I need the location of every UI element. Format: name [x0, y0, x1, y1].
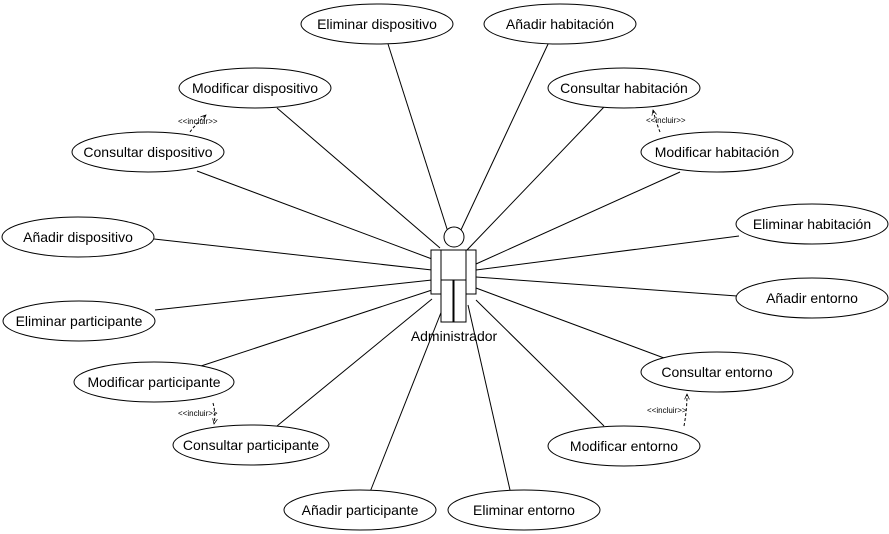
use-case-anadir-entorno[interactable]: Añadir entorno [735, 277, 889, 319]
use-case-anadir-dispositivo[interactable]: Añadir dispositivo [1, 216, 155, 258]
assoc-consultar-habitacion [466, 106, 605, 251]
include-arrow-habitacion [653, 110, 661, 133]
include-label-dispositivo: <<incluir>> [178, 117, 218, 126]
assoc-modificar-entorno [475, 299, 605, 427]
assoc-eliminar-entorno [467, 304, 511, 491]
use-case-label: Eliminar entorno [473, 502, 575, 518]
use-case-consultar-habitacion[interactable]: Consultar habitación [547, 67, 701, 109]
assoc-anadir-dispositivo [153, 238, 433, 271]
assoc-modificar-dispositivo [276, 107, 441, 249]
use-case-label: Eliminar dispositivo [317, 16, 437, 32]
include-label-habitacion: <<incluir>> [646, 116, 686, 125]
include-label-participante: <<incluir>> [178, 409, 218, 418]
use-case-label: Consultar entorno [661, 364, 773, 380]
use-case-consultar-entorno[interactable]: Consultar entorno [640, 351, 794, 393]
use-case-label: Añadir dispositivo [23, 229, 133, 245]
assoc-modificar-participante [200, 289, 433, 367]
assoc-eliminar-dispositivo [387, 43, 449, 233]
include-label-entorno: <<incluir>> [647, 406, 687, 415]
assoc-eliminar-participante [154, 279, 433, 311]
use-case-label: Consultar dispositivo [83, 144, 212, 160]
use-case-eliminar-participante[interactable]: Eliminar participante [2, 300, 156, 342]
include-arrow-entorno [683, 394, 687, 427]
assoc-modificar-habitacion [475, 171, 681, 265]
use-case-label: Modificar habitación [655, 144, 780, 160]
use-case-anadir-participante[interactable]: Añadir participante [283, 489, 437, 531]
use-case-modificar-habitacion[interactable]: Modificar habitación [640, 131, 794, 173]
use-case-label: Eliminar habitación [753, 216, 871, 232]
use-case-label: Modificar participante [87, 374, 220, 390]
include-arrow-dispositivo [189, 115, 206, 133]
use-case-eliminar-dispositivo[interactable]: Eliminar dispositivo [300, 3, 454, 45]
use-case-label: Modificar entorno [570, 438, 678, 454]
assoc-anadir-participante [369, 304, 445, 493]
include-arrow-participante [213, 402, 215, 424]
use-case-anadir-habitacion[interactable]: Añadir habitación [483, 3, 637, 45]
actor-right-leg [453, 279, 467, 323]
use-case-modificar-dispositivo[interactable]: Modificar dispositivo [178, 67, 332, 109]
include-relations: <<incluir>> <<incluir>> <<incluir>> <<in… [178, 110, 687, 427]
associations [153, 41, 740, 493]
use-case-consultar-dispositivo[interactable]: Consultar dispositivo [71, 131, 225, 173]
use-case-eliminar-habitacion[interactable]: Eliminar habitación [735, 203, 889, 245]
use-case-label: Consultar habitación [560, 80, 688, 96]
actor-name: Administrador [411, 328, 498, 344]
assoc-consultar-entorno [475, 287, 665, 359]
use-case-label: Modificar dispositivo [192, 80, 318, 96]
assoc-anadir-entorno [475, 276, 738, 297]
assoc-eliminar-habitacion [475, 235, 740, 271]
use-case-label: Añadir participante [302, 502, 419, 518]
assoc-anadir-habitacion [459, 41, 550, 233]
use-case-consultar-participante[interactable]: Consultar participante [172, 424, 330, 466]
use-case-label: Añadir entorno [766, 290, 858, 306]
actor-left-leg [440, 279, 454, 323]
assoc-consultar-dispositivo [196, 170, 433, 260]
use-case-modificar-entorno[interactable]: Modificar entorno [547, 425, 701, 467]
use-case-label: Añadir habitación [506, 16, 614, 32]
use-case-eliminar-entorno[interactable]: Eliminar entorno [447, 489, 601, 531]
actor-left-arm [430, 249, 442, 295]
assoc-consultar-participante [276, 298, 433, 427]
use-case-label: Eliminar participante [16, 313, 143, 329]
actor-head [443, 226, 465, 248]
actor-right-arm [465, 249, 477, 295]
use-case-modificar-participante[interactable]: Modificar participante [73, 361, 235, 403]
use-case-label: Consultar participante [183, 437, 319, 453]
actor-administrador[interactable]: Administrador [411, 226, 498, 344]
